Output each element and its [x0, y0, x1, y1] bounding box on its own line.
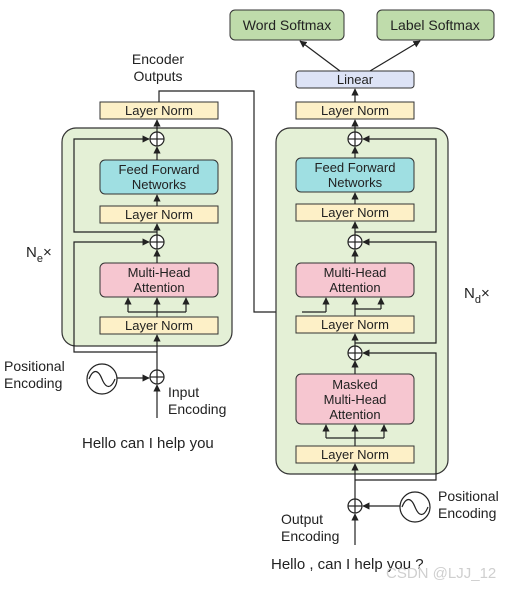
- encoder-positional-label-1: Positional: [4, 358, 65, 374]
- decoder-top-layer-norm-label: Layer Norm: [321, 103, 389, 118]
- decoder-output-label-1: Output: [281, 511, 323, 527]
- decoder-masked-attention-label-1: Masked: [332, 377, 378, 392]
- watermark: CSDN @LJJ_12: [386, 565, 496, 582]
- decoder-linear-label: Linear: [337, 72, 374, 87]
- decoder-linear-box: [295, 70, 415, 89]
- encoder-input-label-1: Input: [168, 384, 199, 400]
- encoder-flow-arrows: [73, 90, 302, 418]
- encoder-attention-layer-norm-label: Layer Norm: [125, 318, 193, 333]
- encoder-add-icon-top: [149, 131, 165, 147]
- encoder-input-label-2: Encoding: [168, 401, 226, 417]
- encoder-repeat-label: Ne×: [26, 244, 52, 265]
- decoder-masked-layer-norm-label: Layer Norm: [321, 447, 389, 462]
- encoder-outputs-label-1: Encoder: [132, 51, 184, 67]
- word-softmax-box: [229, 9, 345, 41]
- decoder-positional-label-1: Positional: [438, 488, 499, 504]
- decoder-add-icon-mid: [347, 234, 363, 250]
- encoder-ffn-label-2: Networks: [132, 177, 187, 192]
- decoder-output-label-2: Encoding: [281, 528, 339, 544]
- encoder-attention-label-2: Attention: [133, 280, 184, 295]
- decoder-add-icon-low: [347, 345, 363, 361]
- encoder-ffn-layer-norm-label: Layer Norm: [125, 207, 193, 222]
- encoder-outputs-label-2: Outputs: [133, 68, 182, 84]
- encoder-top-layer-norm-label: Layer Norm: [125, 103, 193, 118]
- encoder-attention-label-1: Multi-Head: [128, 265, 191, 280]
- encoder-ffn-layer-norm: [99, 205, 219, 224]
- encoder-sine-wave-icon: [86, 363, 118, 395]
- encoder-attention-layer-norm: [99, 316, 219, 335]
- decoder-add-icon-top: [347, 131, 363, 147]
- decoder-ffn-layer-norm-label: Layer Norm: [321, 205, 389, 220]
- encoder-attention-box: [99, 262, 219, 298]
- decoder-masked-attention-label-2: Multi-Head: [324, 392, 387, 407]
- decoder-cross-attention-label-1: Multi-Head: [324, 265, 387, 280]
- decoder-output-text: Hello , can I help you ?: [271, 556, 424, 573]
- decoder-sine-wave-icon: [399, 491, 431, 523]
- label-softmax-label: Label Softmax: [390, 17, 480, 33]
- encoder-input-text: Hello can I help you: [82, 435, 214, 452]
- decoder-positional-label-2: Encoding: [438, 505, 496, 521]
- decoder-masked-attention-label-3: Attention: [329, 407, 380, 422]
- word-softmax-label: Word Softmax: [243, 17, 331, 33]
- decoder-add-icon-input: [347, 498, 363, 514]
- label-softmax-box: [376, 9, 495, 41]
- encoder-add-icon-mid: [149, 234, 165, 250]
- decoder-cross-attention-label-2: Attention: [329, 280, 380, 295]
- encoder-add-icon-input: [149, 369, 165, 385]
- encoder-positional-label-2: Encoding: [4, 375, 62, 391]
- decoder-repeat-label: Nd×: [464, 285, 490, 306]
- encoder-ffn-label-1: Feed Forward: [119, 162, 200, 177]
- decoder-ffn-label-2: Networks: [328, 175, 383, 190]
- encoder-ffn-box: [99, 159, 219, 195]
- decoder-flow-arrows: [299, 40, 437, 545]
- decoder-ffn-label-1: Feed Forward: [315, 160, 396, 175]
- decoder-cross-layer-norm-label: Layer Norm: [321, 317, 389, 332]
